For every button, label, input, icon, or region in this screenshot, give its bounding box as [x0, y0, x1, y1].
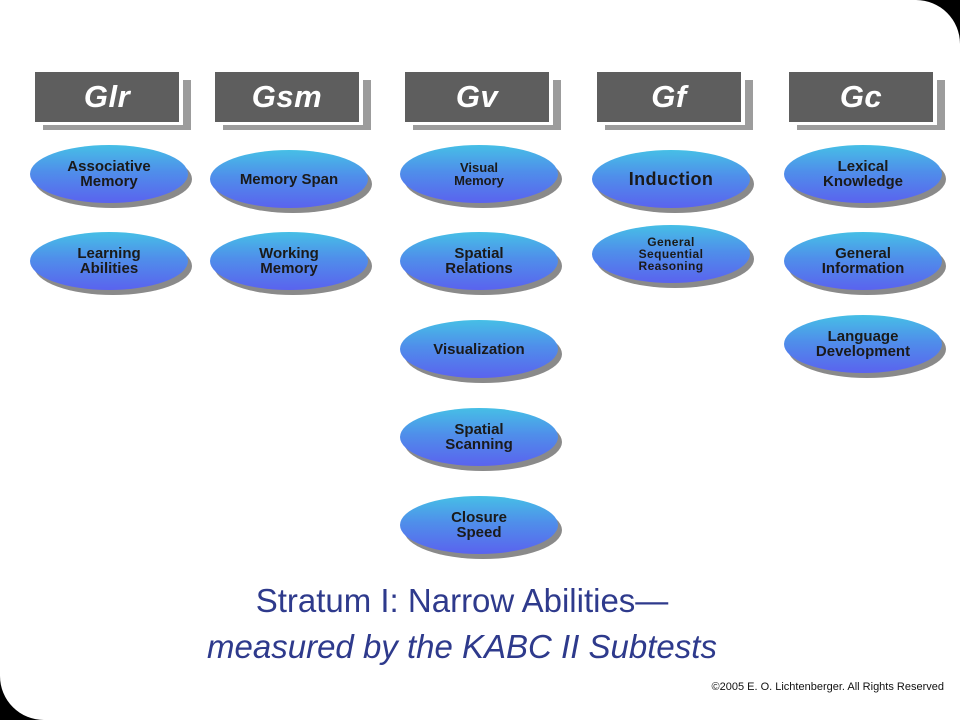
oval-face: Spatial Relations	[400, 232, 558, 290]
column-gv: Gv Visual Memory Spatial Relations Visua…	[400, 0, 570, 560]
header-gv: Gv	[405, 72, 561, 130]
oval-face: Lexical Knowledge	[784, 145, 942, 203]
ability-label: Learning Abilities	[77, 245, 141, 277]
header-gc: Gc	[789, 72, 945, 130]
ability-label: Visualization	[433, 340, 525, 358]
header-label: Gsm	[251, 79, 323, 114]
ability-label: Closure Speed	[451, 509, 507, 541]
ability-label: General Information	[821, 245, 905, 277]
ability-visual-memory: Visual Memory	[400, 145, 562, 208]
header-face: Glr	[35, 72, 183, 125]
oval-face: Memory Span	[210, 150, 368, 208]
ability-spatial-relations: Spatial Relations	[400, 232, 562, 295]
header-gf: Gf	[597, 72, 753, 130]
oval-face: Associative Memory	[30, 145, 188, 203]
slide-title-line1: Stratum I: Narrow Abilities—	[255, 582, 669, 619]
oval-face: Visualization	[400, 320, 558, 378]
ability-label: Induction	[628, 169, 714, 189]
ability-label: General Sequential Reasoning	[638, 235, 704, 273]
ability-visualization: Visualization	[400, 320, 562, 383]
column-glr: Glr Associative Memory Learning Abilitie…	[30, 0, 200, 560]
ability-label: Language Development	[815, 328, 911, 360]
header-face: Gsm	[215, 72, 363, 125]
column-gf: Gf Induction General Sequential Reasonin…	[592, 0, 762, 560]
header-face: Gc	[789, 72, 937, 125]
header-label: Gc	[839, 79, 883, 114]
oval-face: General Information	[784, 232, 942, 290]
oval-face: Learning Abilities	[30, 232, 188, 290]
column-gsm: Gsm Memory Span Working Memory	[210, 0, 380, 560]
header-face: Gf	[597, 72, 745, 125]
column-gc: Gc Lexical Knowledge General Information…	[784, 0, 954, 560]
ability-working-memory: Working Memory	[210, 232, 372, 295]
oval-face: Visual Memory	[400, 145, 558, 203]
ability-closure-speed: Closure Speed	[400, 496, 562, 559]
header-label: Gf	[651, 79, 687, 114]
header-gsm: Gsm	[215, 72, 371, 130]
oval-face: Closure Speed	[400, 496, 558, 554]
slide-title-line2: measured by the KABC II Subtests	[207, 628, 717, 665]
ability-language-development: Language Development	[784, 315, 946, 378]
ability-label: Working Memory	[259, 245, 319, 277]
ability-label: Spatial Relations	[445, 245, 513, 277]
ability-label: Associative Memory	[67, 158, 151, 190]
header-face: Gv	[405, 72, 553, 125]
ability-induction: Induction	[592, 150, 754, 213]
header-label: Gv	[455, 79, 499, 114]
ability-label: Memory Span	[239, 170, 339, 188]
header-label: Glr	[83, 79, 131, 114]
ability-associative-memory: Associative Memory	[30, 145, 192, 208]
ability-label: Spatial Scanning	[445, 421, 513, 453]
ability-general-sequential-reasoning: General Sequential Reasoning	[592, 225, 754, 288]
ability-label: Visual Memory	[454, 160, 504, 188]
ability-spatial-scanning: Spatial Scanning	[400, 408, 562, 471]
oval-face: Language Development	[784, 315, 942, 373]
ability-label: Lexical Knowledge	[822, 158, 903, 190]
oval-face: Induction	[592, 150, 750, 208]
copyright-notice: ©2005 E. O. Lichtenberger. All Rights Re…	[711, 681, 944, 693]
ability-lexical-knowledge: Lexical Knowledge	[784, 145, 946, 208]
ability-general-information: General Information	[784, 232, 946, 295]
oval-face: General Sequential Reasoning	[592, 225, 750, 283]
oval-face: Spatial Scanning	[400, 408, 558, 466]
header-glr: Glr	[35, 72, 191, 130]
ability-memory-span: Memory Span	[210, 150, 372, 213]
ability-learning-abilities: Learning Abilities	[30, 232, 192, 295]
oval-face: Working Memory	[210, 232, 368, 290]
